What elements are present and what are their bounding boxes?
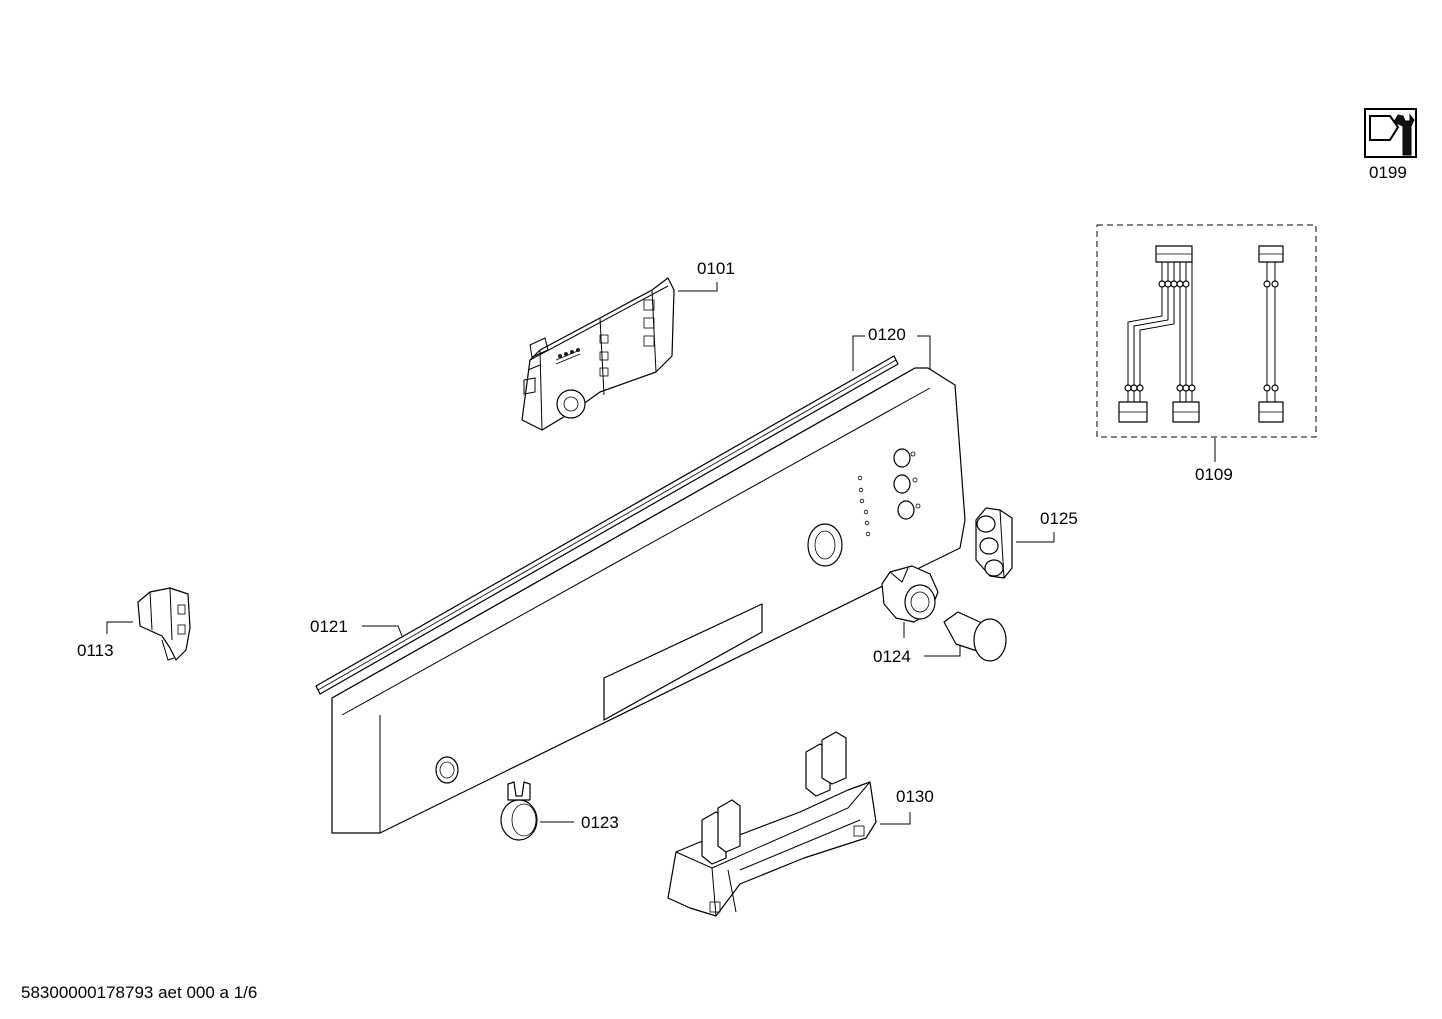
leader-0125: [1016, 532, 1055, 543]
part-0123-small-knob[interactable]: [500, 781, 538, 841]
label-0101: 0101: [697, 259, 735, 278]
leader-0124: [903, 622, 961, 657]
leader-0130: [880, 812, 911, 825]
leader-0101: [678, 282, 718, 292]
label-0120: 0120: [868, 325, 906, 344]
part-0101-control-module[interactable]: [521, 277, 675, 431]
part-0125-button-set[interactable]: [975, 507, 1013, 579]
label-0109: 0109: [1195, 465, 1233, 484]
leader-0120: [852, 335, 931, 371]
label-0113: 0113: [77, 641, 114, 660]
part-0130-bracket[interactable]: [667, 731, 877, 917]
document-footer: 58300000178793 aet 000 a 1/6: [21, 983, 257, 1002]
service-tool-part[interactable]: 0199: [1364, 108, 1417, 182]
part-0109-wiring-harness[interactable]: [1096, 224, 1317, 438]
label-0124: 0124: [873, 647, 911, 666]
part-0120-fascia-panel[interactable]: [331, 367, 966, 834]
part-0124-knob[interactable]: [881, 565, 1007, 662]
label-0121: 0121: [310, 617, 348, 636]
label-0130: 0130: [896, 787, 934, 806]
part-0113-clip[interactable]: [137, 587, 191, 661]
label-0125: 0125: [1040, 509, 1078, 528]
part-0121-seal-strip[interactable]: [315, 355, 899, 695]
label-0199: 0199: [1369, 163, 1407, 182]
leader-0113: [106, 621, 133, 634]
label-0123: 0123: [581, 813, 619, 832]
wrench-nut-icon: [1364, 108, 1417, 158]
leader-0121: [362, 625, 403, 637]
